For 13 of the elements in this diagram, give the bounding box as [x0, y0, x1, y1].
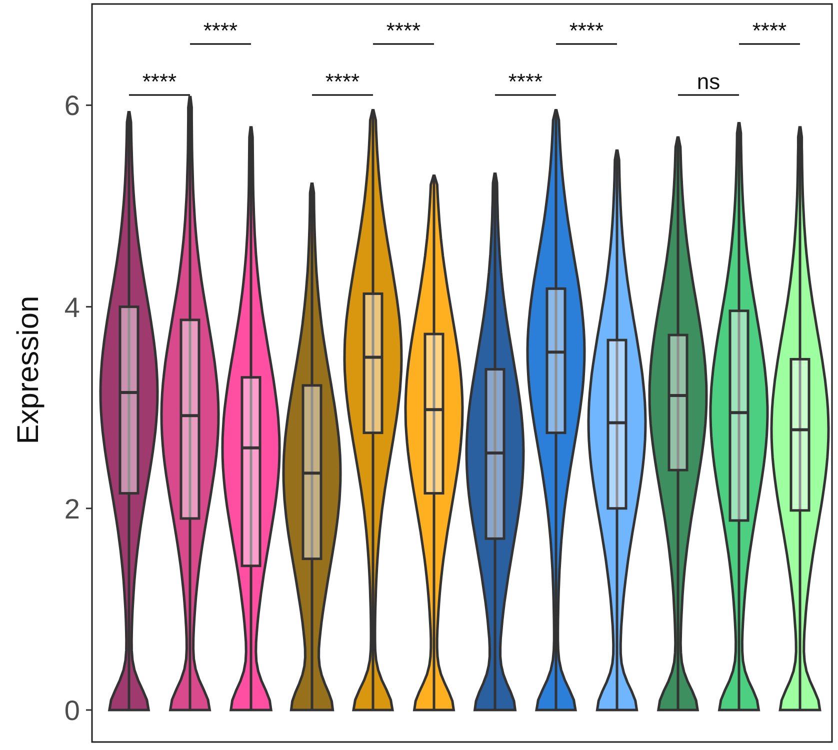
tick-label: 2 [64, 493, 80, 524]
significance-label: **** [569, 18, 604, 43]
significance-label: **** [508, 69, 543, 94]
significance-label: **** [203, 18, 238, 43]
tick-label: 0 [64, 695, 80, 726]
significance-label: **** [325, 69, 360, 94]
significance-label: **** [386, 18, 421, 43]
significance-label: ns [696, 69, 720, 94]
significance-label: **** [752, 18, 787, 43]
tick-label: 4 [64, 292, 80, 323]
axis-title: Expression [12, 296, 45, 444]
tick-label: 6 [64, 90, 80, 122]
significance-label: **** [142, 69, 177, 94]
